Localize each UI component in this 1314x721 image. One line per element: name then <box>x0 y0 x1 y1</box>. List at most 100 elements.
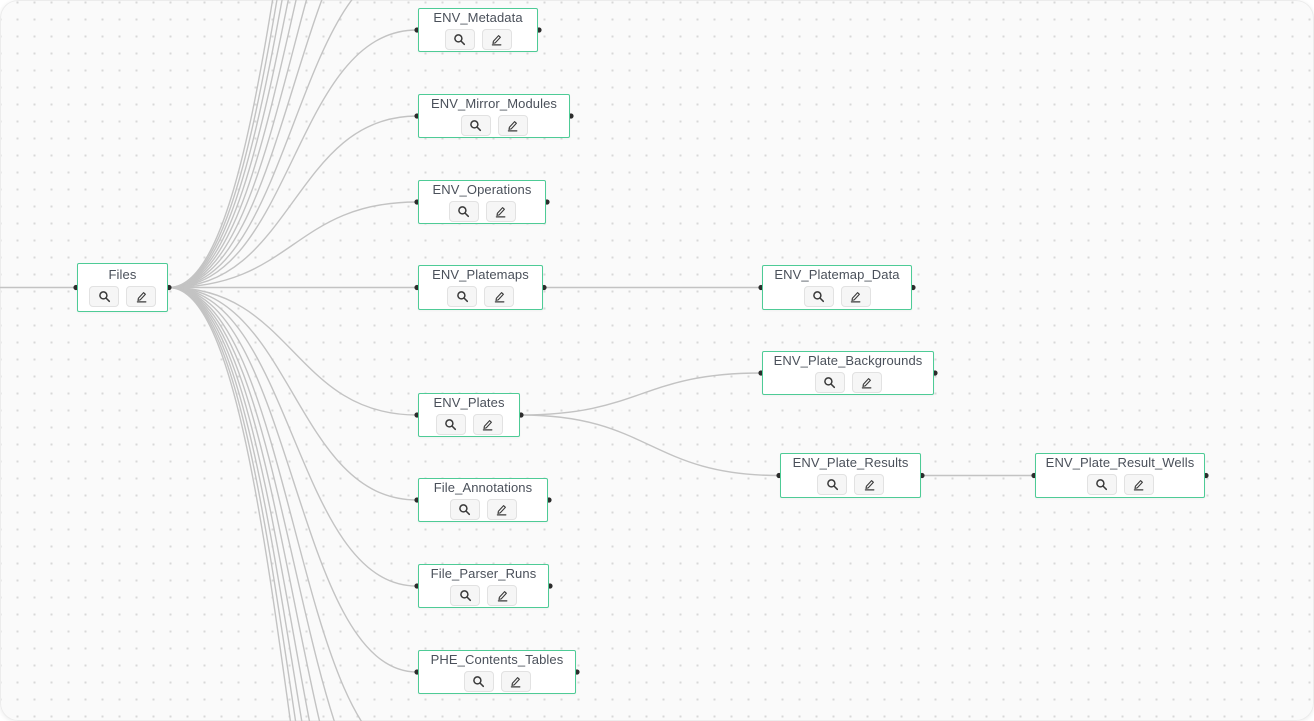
edit-button[interactable] <box>126 286 156 307</box>
table-node-buttons <box>444 28 512 50</box>
search-button[interactable] <box>817 474 847 495</box>
search-icon <box>813 291 825 303</box>
edit-button[interactable] <box>481 28 512 50</box>
search-button[interactable] <box>448 200 479 222</box>
table-node-env_platemap_data[interactable]: ENV_Platemap_Data <box>762 265 912 310</box>
edge-files-to-offscreen[interactable] <box>168 286 418 721</box>
edge-files-to-file_parser_runs[interactable] <box>168 286 418 587</box>
search-button[interactable] <box>449 498 480 520</box>
table-node-env_plate_results[interactable]: ENV_Plate_Results <box>780 453 921 498</box>
table-node-buttons <box>817 474 884 495</box>
edge-files-to-offscreen[interactable] <box>168 0 418 289</box>
search-button[interactable] <box>447 286 477 307</box>
search-button[interactable] <box>450 584 480 606</box>
edge-files-to-offscreen[interactable] <box>168 0 418 289</box>
edit-icon <box>861 377 872 388</box>
search-icon <box>1096 479 1108 491</box>
edit-button[interactable] <box>472 413 503 435</box>
edge-files-to-offscreen[interactable] <box>168 286 418 721</box>
table-node-title: ENV_Platemap_Data <box>774 267 900 282</box>
edge-files-to-env_metadata[interactable] <box>168 29 418 289</box>
edge-files-to-offscreen[interactable] <box>168 286 418 721</box>
edge-files-to-offscreen[interactable] <box>168 0 418 289</box>
table-node-files[interactable]: Files <box>77 263 168 312</box>
search-button[interactable] <box>814 371 845 393</box>
table-node-title: ENV_Metadata <box>433 9 523 25</box>
edit-icon <box>494 292 504 303</box>
edge-files-to-env_operations[interactable] <box>168 201 418 289</box>
search-button[interactable] <box>463 670 494 692</box>
edit-icon <box>1133 480 1144 491</box>
search-button[interactable] <box>89 286 119 307</box>
table-node-title: File_Annotations <box>433 479 533 495</box>
table-node-file_parser_runs[interactable]: File_Parser_Runs <box>418 564 549 608</box>
search-icon <box>458 205 470 217</box>
edge-files-to-phe_contents_tables[interactable] <box>168 286 418 673</box>
search-icon <box>98 291 110 303</box>
edge-files-to-offscreen[interactable] <box>168 286 418 721</box>
search-icon <box>470 119 482 131</box>
table-node-env_plate_result_wells[interactable]: ENV_Plate_Result_Wells <box>1035 453 1205 498</box>
table-node-title: ENV_Mirror_Modules <box>430 95 558 111</box>
edge-files-to-offscreen[interactable] <box>168 286 418 721</box>
table-node-file_annotations[interactable]: File_Annotations <box>418 478 548 522</box>
table-node-env_mirror_modules[interactable]: ENV_Mirror_Modules <box>418 94 570 138</box>
edge-files-to-env_mirror_modules[interactable] <box>168 115 418 289</box>
edge-files-to-offscreen[interactable] <box>168 0 418 289</box>
table-node-buttons <box>435 413 503 435</box>
table-node-env_platemaps[interactable]: ENV_Platemaps <box>418 265 543 310</box>
edge-files-to-offscreen[interactable] <box>168 286 418 721</box>
edit-icon <box>491 34 502 45</box>
search-button[interactable] <box>444 28 475 50</box>
edge-files-to-offscreen[interactable] <box>168 0 418 289</box>
search-button[interactable] <box>460 114 491 136</box>
search-icon <box>459 589 471 601</box>
edit-button[interactable] <box>487 584 517 606</box>
search-button[interactable] <box>435 413 466 435</box>
table-node-env_plates[interactable]: ENV_Plates <box>418 393 520 437</box>
edit-button[interactable] <box>854 474 884 495</box>
table-node-title: ENV_Plate_Backgrounds <box>773 352 923 368</box>
edit-button[interactable] <box>500 670 531 692</box>
table-node-buttons <box>463 670 531 692</box>
table-node-buttons <box>450 584 517 606</box>
search-button[interactable] <box>803 286 834 307</box>
edge-env_plates-to-env_plate_results[interactable] <box>520 414 780 477</box>
table-node-buttons <box>814 371 882 393</box>
edit-button[interactable] <box>486 498 517 520</box>
edit-icon <box>495 206 506 217</box>
table-node-title: ENV_Operations <box>432 181 532 197</box>
search-icon <box>826 479 838 491</box>
search-icon <box>454 33 466 45</box>
table-node-env_operations[interactable]: ENV_Operations <box>418 180 546 224</box>
search-icon <box>445 418 457 430</box>
edge-env_plates-to-env_plate_backgrounds[interactable] <box>520 372 762 416</box>
edit-button[interactable] <box>1123 474 1154 495</box>
edit-button[interactable] <box>497 114 528 136</box>
edit-icon <box>507 120 518 131</box>
table-node-phe_contents_tables[interactable]: PHE_Contents_Tables <box>418 650 576 694</box>
edge-files-to-offscreen[interactable] <box>168 0 418 289</box>
table-node-title: ENV_Platemaps <box>432 267 529 282</box>
edit-button[interactable] <box>851 371 882 393</box>
table-node-buttons <box>89 286 156 307</box>
edit-button[interactable] <box>840 286 871 307</box>
edge-files-to-file_annotations[interactable] <box>168 286 418 501</box>
edge-files-to-offscreen[interactable] <box>168 0 418 289</box>
edge-files-to-offscreen[interactable] <box>168 0 418 289</box>
table-node-buttons <box>447 286 514 307</box>
search-icon <box>456 291 468 303</box>
table-node-env_plate_backgrounds[interactable]: ENV_Plate_Backgrounds <box>762 351 934 395</box>
edit-icon <box>496 504 507 515</box>
edge-files-to-env_plates[interactable] <box>168 286 418 416</box>
edit-icon <box>510 676 521 687</box>
table-node-env_metadata[interactable]: ENV_Metadata <box>418 8 538 52</box>
edit-button[interactable] <box>485 200 516 222</box>
edge-files-to-offscreen[interactable] <box>168 286 418 721</box>
table-node-title: ENV_Plate_Results <box>792 455 909 470</box>
edit-button[interactable] <box>484 286 514 307</box>
search-button[interactable] <box>1086 474 1117 495</box>
table-node-buttons <box>803 286 871 307</box>
